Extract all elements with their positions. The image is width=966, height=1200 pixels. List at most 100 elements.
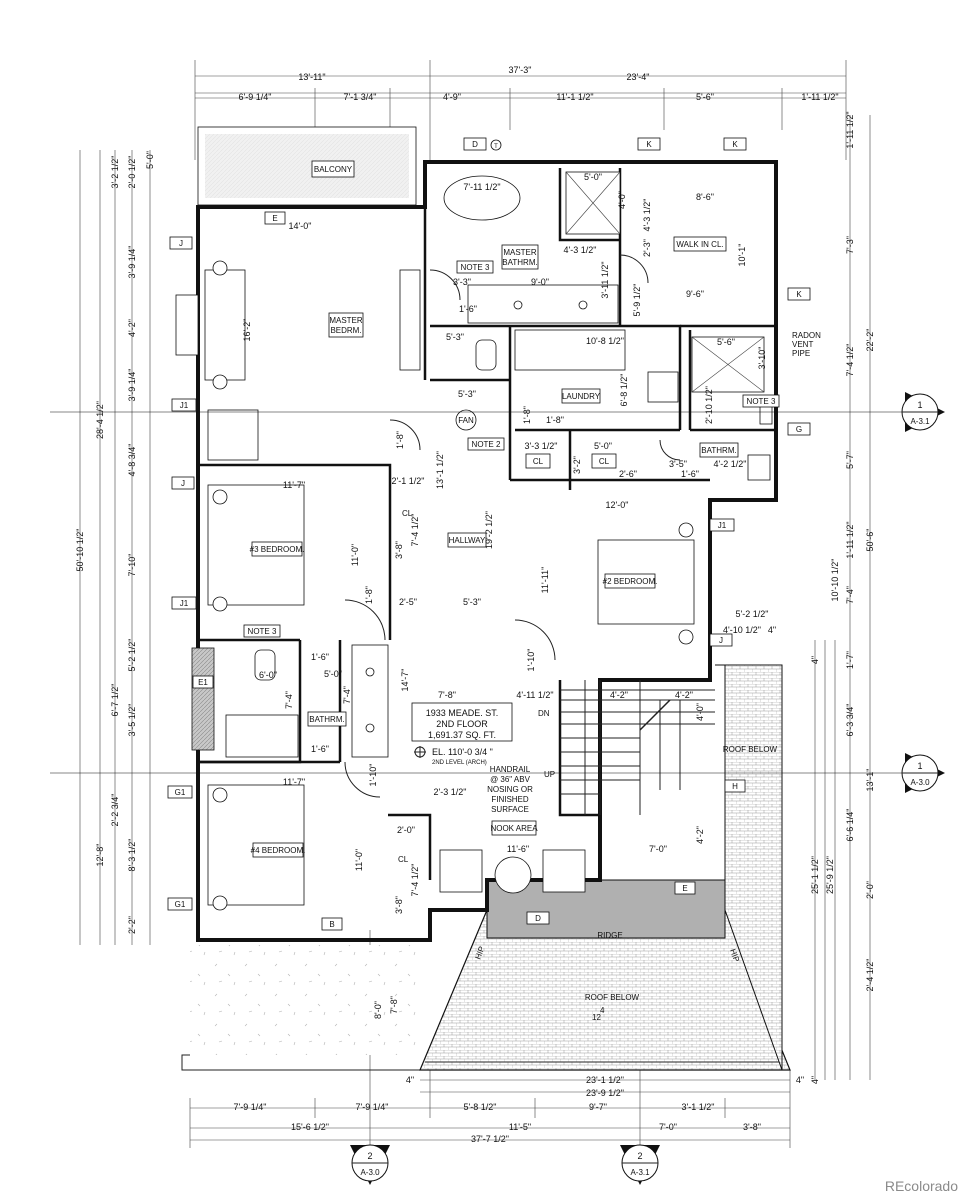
svg-text:1: 1 [917, 761, 922, 771]
laundry-label: LAUNDRY [562, 392, 601, 401]
svg-text:A-3.1: A-3.1 [630, 1168, 650, 1177]
dim-b2-c: 4" [768, 625, 776, 635]
dim-bath-a: 3'-3" [453, 277, 471, 287]
hip-left-label: HIP [473, 945, 486, 961]
dim-left-f: 3'-9 1/4" [127, 369, 137, 402]
dim-left-upper: 28'-4 1/2" [95, 401, 105, 439]
closet-label-b: CL [599, 457, 610, 466]
svg-text:E: E [682, 884, 687, 893]
grid-tag-k2: K [723, 137, 747, 151]
dim-b3-w: 11'-7" [283, 480, 305, 490]
dim-cl-b: 5'-0" [594, 441, 612, 451]
dim-bot-b: 7'-9 1/4" [356, 1102, 389, 1112]
roof-right: ROOF BELOW [715, 664, 783, 1071]
dim-hall-f: 1'-8" [395, 431, 405, 449]
room-labels: MASTER BEDRM. MASTER BATHRM. WALK IN CL.… [250, 236, 739, 864]
dim-right-a: 1'-11 1/2" [845, 111, 855, 148]
svg-text:G1: G1 [175, 900, 186, 909]
dim-laundry-w: 10'-8 1/2" [586, 336, 624, 346]
dim-right-l: 6'-6 1/4" [845, 809, 855, 842]
dim-bth-g: 14'-7" [400, 669, 410, 692]
bathroom-mid-label: BATHRM. [309, 715, 344, 724]
grid-tag-k-mid: K [787, 287, 811, 301]
dim-walk-w: 8'-6" [696, 192, 714, 202]
dim-left-total: 50'-10 1/2" [75, 529, 85, 572]
dim-st-b: 4'-2" [675, 690, 693, 700]
svg-text:J1: J1 [180, 401, 189, 410]
section-marker-1-a31: 1 A-3.1 [50, 392, 945, 432]
fan-label: FAN [458, 416, 474, 425]
dim-b3-cl-a: 2'-1 1/2" [392, 476, 425, 486]
dim-b4-cl-c: 3'-8" [394, 896, 404, 914]
dim-hall-e: 5'-3" [463, 597, 481, 607]
stair-up-label: UP [544, 770, 555, 779]
info-elevation-sub: 2ND LEVEL (ARCH) [432, 760, 487, 766]
dim-lau-a: 1'-8" [522, 406, 532, 424]
radon-3: PIPE [792, 349, 810, 358]
dim-left-d: 3'-9 1/4" [127, 246, 137, 279]
dim-walk-b: 9'-6" [686, 289, 704, 299]
dim-bot-4b: 4" [796, 1075, 804, 1085]
dim-right-q: 4" [810, 656, 820, 664]
svg-text:A-3.1: A-3.1 [910, 417, 930, 426]
note3-b: NOTE 3 [747, 397, 776, 406]
dim-bath2-c: 3'-5" [669, 459, 687, 469]
dim-cl-c: 3'-2" [572, 456, 582, 474]
dim-bth-j: 1'-10" [368, 764, 378, 787]
dim-right-g: 10'-10 1/2" [830, 559, 840, 602]
svg-text:J1: J1 [180, 599, 189, 608]
dim-bot-i: 3'-8" [743, 1122, 761, 1132]
dim-bth-e: 7'-4" [342, 686, 352, 704]
dim-right-r: 4" [810, 1076, 820, 1084]
dim-right-d: 7'-4 1/2" [845, 344, 855, 377]
dim-left-e: 4'-2" [127, 319, 137, 337]
grid-tag-g1-b: G1 [167, 897, 193, 911]
dim-left-k: 3'-5 1/2" [127, 704, 137, 737]
dimension-texts: 37'-3" 13'-11" 23'-4" 6'-9 1/4" 7'-1 3/4… [75, 65, 875, 1144]
dim-bath-w: 9'-0" [531, 277, 549, 287]
section-marker-1-a30: 1 A-3.0 [50, 753, 945, 793]
bedroom4-label: #4 BEDROOM. [251, 846, 306, 855]
radon-1: RADON [792, 331, 821, 340]
dim-st-d: 4'-2" [695, 826, 705, 844]
dim-cl-d: 2'-6" [619, 469, 637, 479]
dim-shower2-w: 5'-6" [717, 337, 735, 347]
dim-right-o: 2'-0" [865, 881, 875, 899]
closet-label-a: CL [533, 457, 544, 466]
dim-bath-d: 4'-3 1/2" [564, 245, 597, 255]
grid-tag-e-top: E [264, 211, 286, 225]
bedroom3-label: #3 BEDROOM. [250, 545, 305, 554]
dim-b2-h: 11'-11" [540, 567, 550, 594]
dim-right-k: 13'-1" [865, 769, 875, 792]
dim-bot-c: 5'-8 1/2" [464, 1102, 497, 1112]
dim-right-p: 2'-4 1/2" [865, 959, 875, 992]
pitch-bottom: 12 [592, 1013, 601, 1022]
dim-b2-d: 1'-10" [526, 649, 536, 672]
grid-tag-d-bot: D [526, 911, 550, 925]
dim-master-w: 14'-0" [289, 221, 312, 231]
closet-label-d: CL [398, 855, 409, 864]
dim-bth-c: 1'-6" [311, 652, 329, 662]
note2: NOTE 2 [472, 440, 501, 449]
grid-tag-g-right: G [787, 422, 811, 436]
grid-tag-b: B [321, 917, 343, 931]
dim-shower-w: 5'-0" [584, 172, 602, 182]
section-markers: 1 A-3.1 1 A-3.0 2 A-3.0 2 A-3.1 [50, 392, 945, 1185]
dim-bath-b: 1'-6" [459, 304, 477, 314]
dim-bot-4a: 4" [406, 1075, 414, 1085]
roof-below-right-label: ROOF BELOW [723, 745, 778, 754]
handrail-5: SURFACE [491, 805, 529, 814]
dim-b2-b: 4'-10 1/2" [723, 625, 761, 635]
dim-left-i: 5'-2 1/2" [127, 639, 137, 672]
pitch-top: 4 [600, 1006, 605, 1015]
dim-right-f: 1'-11 1/2" [845, 521, 855, 558]
grid-tag-j-b: J [171, 476, 195, 490]
grid-tag-h: H [724, 779, 746, 793]
info-floor: 2ND FLOOR [436, 719, 488, 729]
dim-right-i: 1'-7" [845, 651, 855, 669]
dim-top-b: 7'-1 3/4" [344, 92, 377, 102]
balcony: BALCONY [197, 126, 417, 206]
dim-top-a: 6'-9 1/4" [239, 92, 272, 102]
ridge-label: RIDGE [597, 931, 622, 940]
